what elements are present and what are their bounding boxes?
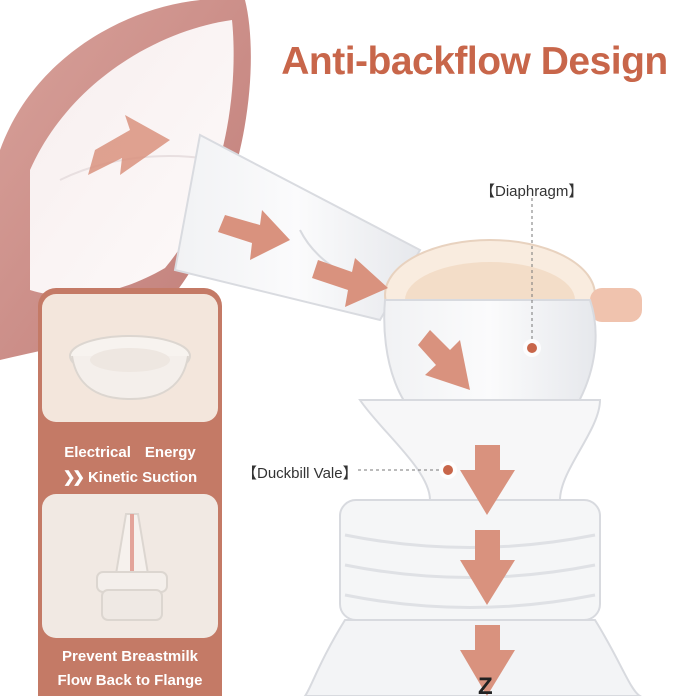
double-chevron-right-icon: ❯❯ xyxy=(62,469,85,486)
flow-arrows xyxy=(88,115,515,696)
caption-kinetic-suction: Kinetic Suction xyxy=(87,469,198,486)
diaphragm-marker xyxy=(523,198,541,357)
page-title: Anti-backflow Design xyxy=(281,40,668,83)
caption-flow-back: Flow Back to Flange xyxy=(57,672,203,689)
duckbill-marker xyxy=(358,461,457,479)
feature-panel: Electrical Energy ❯❯Kinetic Suction Prev… xyxy=(38,288,222,696)
svg-text:Z: Z xyxy=(478,673,493,696)
caption-prevent-breastmilk: Prevent Breastmilk xyxy=(62,648,198,665)
caption-energy: Energy xyxy=(144,444,196,461)
duckbill-valve-product-image xyxy=(42,494,218,638)
caption-electrical: Electrical xyxy=(64,444,131,461)
diaphragm-product-image xyxy=(42,294,218,422)
diaphragm-label: 【Diaphragm】 xyxy=(480,183,584,200)
duckbill-valve-label: 【Duckbill Vale】 xyxy=(242,465,358,482)
